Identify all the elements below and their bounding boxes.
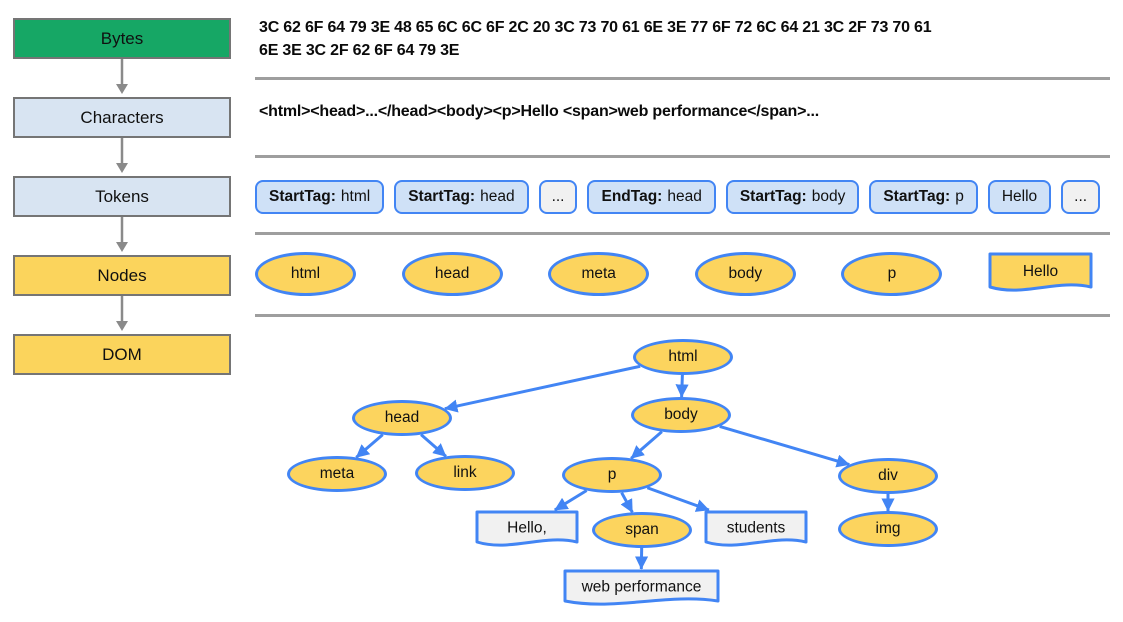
dom-edge-body-div xyxy=(719,424,850,468)
svg-text:students: students xyxy=(727,520,786,537)
bytes-hex-line: 3C 62 6F 64 79 3E 48 65 6C 6C 6F 2C 20 3… xyxy=(259,19,932,36)
token-endtag-head: EndTag:head xyxy=(587,180,716,214)
row-divider xyxy=(255,155,1110,158)
token-starttag-head: StartTag:head xyxy=(394,180,529,214)
tokens-row: StartTag:html StartTag:head ... EndTag:h… xyxy=(255,180,1101,214)
dom-edge-p-span xyxy=(620,491,634,514)
token-type-label: StartTag: xyxy=(408,188,476,205)
svg-text:Hello: Hello xyxy=(1023,263,1058,280)
flow-arrow-down-icon xyxy=(13,217,231,255)
dom-edge-html-head xyxy=(444,364,641,413)
dom-node-p: p xyxy=(562,457,662,493)
node-body: body xyxy=(694,252,796,296)
row-divider xyxy=(255,232,1110,235)
pipeline-stage-label: Tokens xyxy=(95,186,149,206)
token-value: ... xyxy=(551,188,565,205)
dom-edge-p-hello xyxy=(554,489,588,512)
token-hello: Hello xyxy=(987,180,1052,214)
bytes-hex-line: 6E 3E 3C 2F 62 6F 64 79 3E xyxy=(259,42,460,59)
pipeline-stage-label: DOM xyxy=(102,344,142,364)
token-value: head xyxy=(667,188,702,205)
pipeline-stage-dom: DOM xyxy=(13,334,231,375)
dom-node-img: img xyxy=(838,511,938,547)
token-value: p xyxy=(955,188,964,205)
token-value: head xyxy=(480,188,515,205)
dom-node-span: span xyxy=(592,512,692,548)
token-starttag-p: StartTag:p xyxy=(869,180,978,214)
token-type-label: StartTag: xyxy=(269,188,336,205)
pipeline-stage-characters: Characters xyxy=(13,97,231,138)
token-starttag-html: StartTag:html xyxy=(255,180,385,214)
token-type-label: EndTag: xyxy=(601,188,663,205)
pipeline-stage-bytes: Bytes xyxy=(13,18,231,59)
node-p: p xyxy=(841,252,943,296)
pipeline-stage-label: Characters xyxy=(80,107,164,127)
token-starttag-body: StartTag:body xyxy=(725,180,860,214)
row-divider xyxy=(255,77,1110,80)
dom-node-head: head xyxy=(352,400,452,436)
token-value: body xyxy=(811,188,846,205)
characters-markup-text: <html><head>...</head><body><p>Hello <sp… xyxy=(259,103,819,120)
pipeline-stage-tokens: Tokens xyxy=(13,176,231,217)
pipeline-stage-label: Nodes xyxy=(97,265,147,285)
token-ellipsis: ... xyxy=(1061,180,1101,214)
dom-edge-head-meta xyxy=(355,433,384,459)
dom-node-div: div xyxy=(838,458,938,494)
row-divider xyxy=(255,314,1110,317)
token-type-label: StartTag: xyxy=(739,188,807,205)
dom-edge-p-students xyxy=(646,486,710,512)
node-html: html xyxy=(255,252,356,296)
dom-edge-body-p xyxy=(630,430,663,460)
token-value: html xyxy=(340,188,371,205)
pipeline-stage-label: Bytes xyxy=(100,28,144,48)
token-type-label: StartTag: xyxy=(883,188,951,205)
pipeline-column: Bytes Characters Tokens Nodes DOM xyxy=(13,18,231,375)
dom-node-body: body xyxy=(631,397,731,433)
text-node-hello: Hello xyxy=(988,252,1093,299)
dom-node-link: link xyxy=(415,455,515,491)
dom-node-meta: meta xyxy=(287,456,387,492)
dom-node-html: html xyxy=(633,339,733,375)
flow-arrow-down-icon xyxy=(13,59,231,97)
nodes-row: html head meta body p Hello xyxy=(255,252,1093,299)
token-value: ... xyxy=(1074,188,1088,205)
svg-text:Hello,: Hello, xyxy=(507,520,547,537)
svg-text:web performance: web performance xyxy=(580,579,701,596)
dom-edge-html-body xyxy=(675,374,689,398)
flow-arrow-down-icon xyxy=(13,138,231,176)
pipeline-stage-nodes: Nodes xyxy=(13,255,231,296)
bytes-hex-text: 3C 62 6F 64 79 3E 48 65 6C 6C 6F 2C 20 3… xyxy=(259,16,932,62)
dom-text-node-webperf: web performance xyxy=(563,569,720,613)
token-ellipsis: ... xyxy=(538,180,578,214)
node-head: head xyxy=(401,252,503,296)
dom-text-node-students: students xyxy=(704,510,808,554)
dom-edge-head-link xyxy=(420,433,447,458)
node-meta: meta xyxy=(548,252,650,296)
token-value: Hello xyxy=(1001,188,1038,205)
dom-text-node-hello: Hello, xyxy=(475,510,579,554)
flow-arrow-down-icon xyxy=(13,296,231,334)
